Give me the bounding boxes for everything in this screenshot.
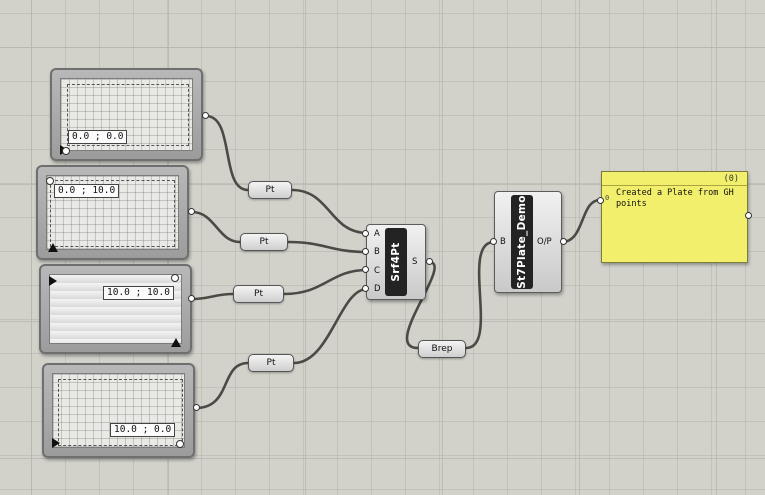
pad-bounds bbox=[50, 180, 175, 247]
pad-value: 10.0 ; 0.0 bbox=[110, 423, 176, 437]
panel-path-header: (0) bbox=[723, 174, 739, 184]
pad4-output-port[interactable] bbox=[193, 404, 200, 411]
srf4pt-output-s-port[interactable] bbox=[426, 258, 433, 265]
st7plate-input-b-port[interactable] bbox=[490, 238, 497, 245]
pad-grid[interactable] bbox=[49, 274, 182, 344]
point-pad-4[interactable]: 10.0 ; 0.0 bbox=[42, 363, 195, 458]
pad-corner-marker bbox=[171, 338, 181, 347]
pt-relay-2[interactable]: Pt bbox=[240, 233, 288, 251]
point-pad-3[interactable]: 10.0 ; 10.0 bbox=[39, 264, 192, 354]
panel-output-port[interactable] bbox=[745, 212, 752, 219]
pad-value: 0.0 ; 10.0 bbox=[54, 184, 120, 198]
srf4pt-component[interactable]: A B C D Srf4Pt S bbox=[366, 224, 426, 300]
text-panel[interactable]: (0) 0 Created a Plate from GH points bbox=[601, 171, 748, 263]
pad-bounds bbox=[58, 379, 183, 446]
pad-value: 10.0 ; 10.0 bbox=[103, 286, 174, 300]
input-b-label: B bbox=[500, 237, 506, 247]
input-b-label: B bbox=[374, 247, 380, 257]
pt-relay-4[interactable]: Pt bbox=[248, 354, 294, 372]
pad-value: 0.0 ; 0.0 bbox=[68, 130, 128, 144]
pad-corner-marker bbox=[49, 276, 57, 286]
output-s-label: S bbox=[412, 257, 418, 267]
pad-bounds bbox=[67, 84, 189, 146]
srf4pt-input-b-port[interactable] bbox=[362, 248, 369, 255]
pad1-output-port[interactable] bbox=[202, 112, 209, 119]
srf4pt-core: Srf4Pt bbox=[385, 228, 407, 296]
pad3-output-port[interactable] bbox=[188, 295, 195, 302]
pad-point-handle[interactable] bbox=[46, 177, 54, 185]
input-d-label: D bbox=[374, 284, 381, 294]
st7plate-core: St7Plate_Demo bbox=[511, 195, 533, 289]
pad-point-handle[interactable] bbox=[176, 440, 184, 448]
pad2-output-port[interactable] bbox=[188, 208, 195, 215]
srf4pt-input-a-port[interactable] bbox=[362, 230, 369, 237]
panel-divider bbox=[602, 185, 747, 186]
srf4pt-title: Srf4Pt bbox=[390, 242, 402, 282]
panel-item-index: 0 bbox=[605, 194, 610, 202]
pt-relay-3[interactable]: Pt bbox=[233, 285, 284, 303]
pad-corner-marker bbox=[48, 243, 58, 252]
pad-point-handle[interactable] bbox=[62, 147, 70, 155]
point-pad-1[interactable]: 0.0 ; 0.0 bbox=[50, 68, 203, 161]
input-c-label: C bbox=[374, 266, 380, 276]
st7plate-title: St7Plate_Demo bbox=[516, 195, 528, 289]
st7plate-output-op-port[interactable] bbox=[560, 238, 567, 245]
brep-relay[interactable]: Brep bbox=[418, 340, 466, 358]
srf4pt-input-d-port[interactable] bbox=[362, 285, 369, 292]
output-op-label: O/P bbox=[537, 237, 552, 247]
point-pad-2[interactable]: 0.0 ; 10.0 bbox=[36, 165, 189, 260]
pad-corner-marker bbox=[52, 438, 60, 448]
panel-text: Created a Plate from GH points bbox=[616, 188, 734, 209]
srf4pt-input-c-port[interactable] bbox=[362, 266, 369, 273]
pt-relay-1[interactable]: Pt bbox=[248, 181, 292, 199]
pad-point-handle[interactable] bbox=[171, 274, 179, 282]
st7plate-demo-component[interactable]: B St7Plate_Demo O/P bbox=[494, 191, 562, 293]
input-a-label: A bbox=[374, 229, 380, 239]
panel-input-port[interactable] bbox=[597, 197, 604, 204]
